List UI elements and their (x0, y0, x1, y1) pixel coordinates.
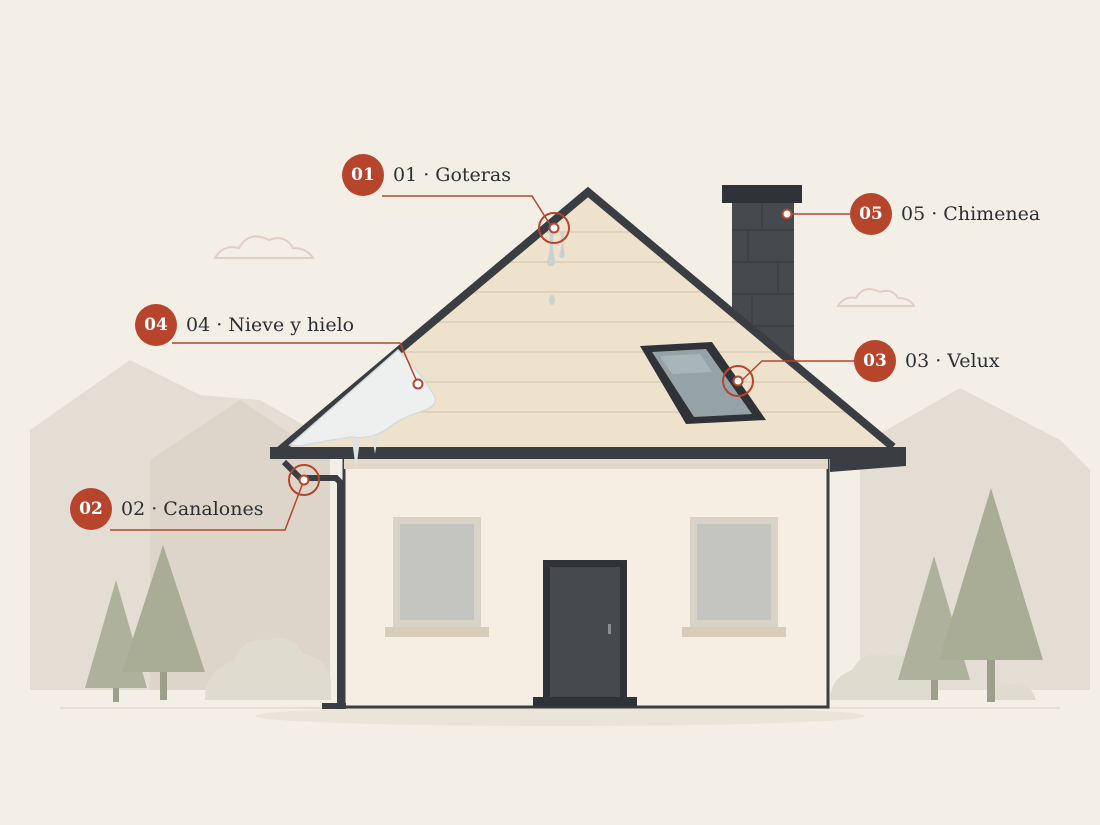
ground-shadow (255, 706, 865, 726)
callout-label: 03 · Velux (905, 350, 1000, 372)
callout-number-badge: 02 (70, 488, 112, 530)
callout-number-badge: 01 (342, 154, 384, 196)
callout-label: 01 · Goteras (393, 164, 511, 186)
snow-ice (288, 348, 437, 470)
trees-left (85, 545, 205, 702)
front-door (533, 560, 637, 707)
gutter-downspout (281, 459, 346, 709)
cloud-icon (213, 235, 916, 307)
callout-label: 05 · Chimenea (901, 203, 1041, 225)
callout-nieve-hielo: 04 04 · Nieve y hielo (135, 304, 354, 346)
callout-canalones: 02 02 · Canalones (70, 488, 263, 530)
skylight-window (640, 342, 766, 424)
callout-chimenea: 05 05 · Chimenea (850, 193, 1040, 235)
callout-number-badge: 03 (854, 340, 896, 382)
trees-right (898, 488, 1043, 702)
callout-label: 04 · Nieve y hielo (186, 314, 355, 336)
callout-goteras: 01 01 · Goteras (342, 154, 511, 196)
callout-label: 02 · Canalones (121, 498, 264, 520)
hotspot-markers (288, 208, 793, 496)
callout-number-badge: 05 (850, 193, 892, 235)
callout-number-badge: 04 (135, 304, 177, 346)
window-right (682, 517, 786, 637)
window-left (385, 517, 489, 637)
callout-velux: 03 03 · Velux (854, 340, 1000, 382)
